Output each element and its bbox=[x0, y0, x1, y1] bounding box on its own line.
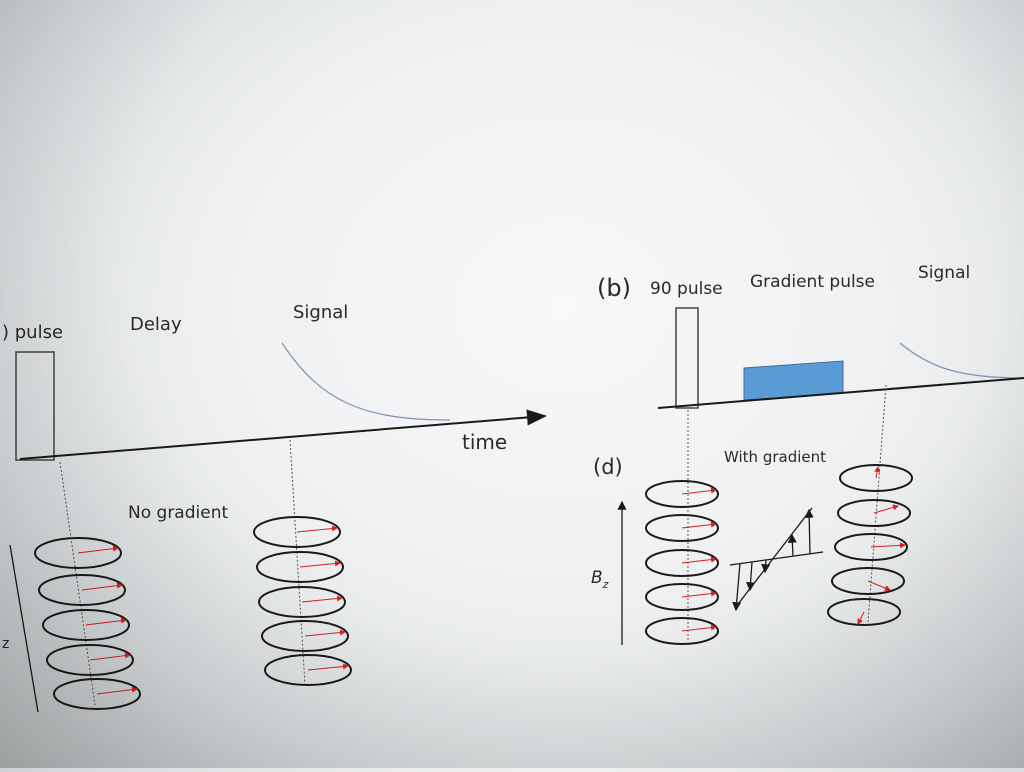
spin-stack-d1 bbox=[645, 480, 719, 645]
panel-d: (d) With gradient Bz bbox=[591, 384, 913, 645]
signal-decay-b bbox=[899, 342, 1024, 379]
rf-pulse-a bbox=[15, 351, 55, 461]
signal-label-a: Signal bbox=[293, 302, 348, 323]
gradient-pulse-label: Gradient pulse bbox=[750, 272, 875, 292]
bz-label-a: z bbox=[2, 636, 9, 652]
panel-d-letter: (d) bbox=[593, 455, 623, 479]
with-gradient-label: With gradient bbox=[724, 448, 826, 466]
bz-label-d: Bz bbox=[591, 568, 609, 591]
delay-label: Delay bbox=[130, 314, 182, 335]
spin-stack-d2 bbox=[827, 464, 913, 626]
panel-a: ) pulse Delay Signal time No gradient z bbox=[2, 302, 547, 713]
gradient-field-arrows bbox=[729, 507, 824, 612]
signal-label-b: Signal bbox=[918, 263, 970, 283]
signal-decay-a bbox=[281, 342, 451, 421]
pulse-label-b: 90 pulse bbox=[650, 279, 723, 299]
no-gradient-label: No gradient bbox=[128, 503, 228, 523]
guide-line-a1 bbox=[59, 461, 96, 706]
guide-line-a2 bbox=[289, 439, 306, 686]
panel-b: (b) 90 pulse Gradient pulse Signal bbox=[597, 263, 1024, 409]
panel-b-letter: (b) bbox=[597, 274, 631, 302]
bz-axis-a bbox=[9, 544, 39, 713]
time-axis bbox=[19, 409, 547, 460]
guide-line-d2 bbox=[867, 384, 887, 623]
rf-pulse-b bbox=[675, 307, 699, 409]
pulse-label-a: ) pulse bbox=[2, 322, 63, 343]
time-axis-b bbox=[657, 377, 1024, 409]
spin-stack-a1 bbox=[34, 537, 141, 710]
spin-stack-a2 bbox=[253, 516, 352, 686]
time-label: time bbox=[462, 430, 507, 454]
